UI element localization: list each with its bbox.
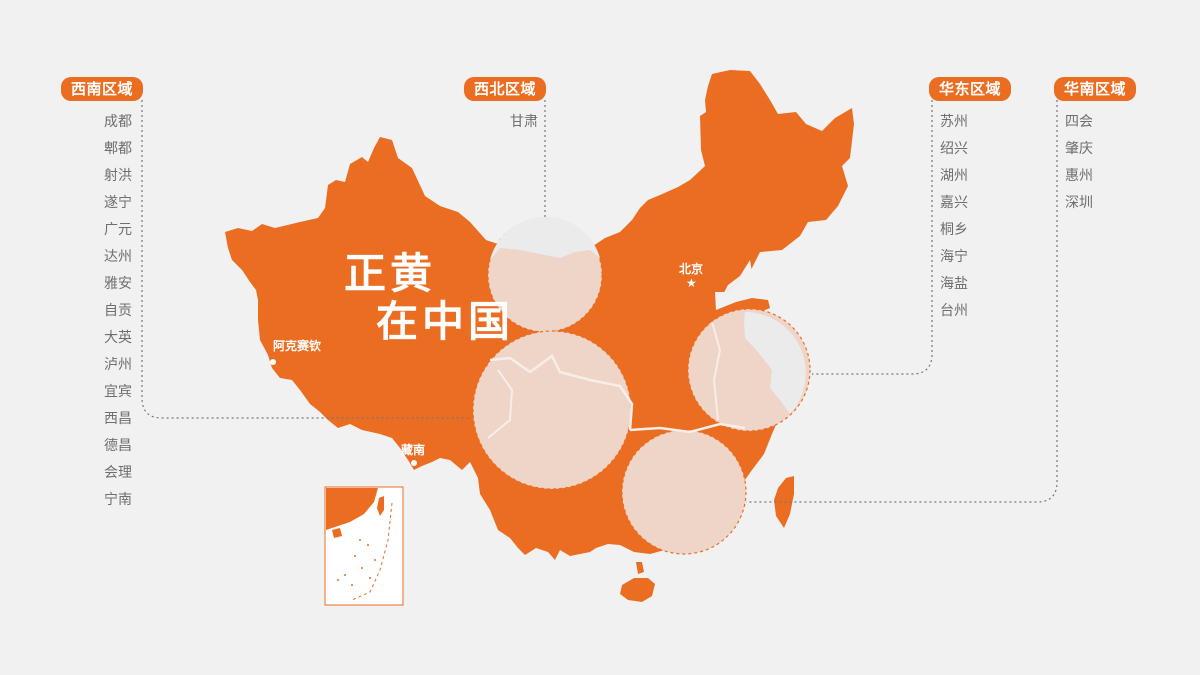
leader-line-east (812, 100, 933, 375)
zangnan-label: 藏南 (401, 443, 426, 457)
akesaiqin-label: 阿克赛钦 (273, 339, 322, 353)
region-northwest: 西北区域 甘肃 (464, 77, 547, 136)
capital-star-icon: ★ (686, 276, 697, 290)
city-item: 西昌 (104, 411, 132, 427)
city-item: 德昌 (104, 438, 132, 454)
city-item: 四会 (1065, 114, 1093, 130)
city-list-east: 苏州 绍兴 湖州 嘉兴 桐乡 海宁 海盐 台州 (940, 109, 1011, 325)
city-list-southwest: 成都 郫都 射洪 遂宁 广元 达州 雅安 自贡 大英 泸州 宜宾 西昌 德昌 会… (104, 109, 143, 514)
city-item: 湖州 (940, 168, 968, 184)
highlight-northwest (487, 216, 603, 333)
south-china-sea-inset (324, 486, 404, 606)
hainan-shape (620, 578, 655, 602)
city-item: 宁南 (104, 492, 132, 508)
taiwan-shape (774, 476, 794, 528)
city-item: 绍兴 (940, 141, 968, 157)
city-item: 会理 (104, 465, 132, 481)
map-title: 正黄 在中国 (342, 250, 514, 346)
region-badge-southwest[interactable]: 西南区域 (61, 77, 144, 101)
leader-line-southwest (141, 100, 470, 419)
city-item: 雅安 (104, 276, 132, 292)
city-item: 自贡 (104, 303, 132, 319)
map-title-line2: 在中国 (376, 297, 515, 346)
city-item: 成都 (104, 114, 132, 130)
city-item: 广元 (104, 222, 132, 238)
highlight-east (687, 308, 811, 432)
region-badge-south[interactable]: 华南区域 (1054, 77, 1137, 101)
city-item: 桐乡 (940, 222, 968, 238)
city-item: 肇庆 (1065, 141, 1093, 157)
region-east: 华东区域 苏州 绍兴 湖州 嘉兴 桐乡 海宁 海盐 台州 (929, 77, 1012, 325)
zangnan-dot (411, 460, 417, 466)
region-southwest: 西南区域 成都 郫都 射洪 遂宁 广元 达州 雅安 自贡 大英 泸州 宜宾 西昌… (61, 77, 144, 514)
city-item: 射洪 (104, 168, 132, 184)
map-title-line1: 正黄 (344, 249, 437, 298)
highlight-south (621, 422, 747, 555)
region-badge-east[interactable]: 华东区域 (929, 77, 1012, 101)
city-list-south: 四会 肇庆 惠州 深圳 (1065, 109, 1136, 217)
city-item: 苏州 (940, 114, 968, 130)
city-item: 郫都 (104, 141, 132, 157)
region-badge-northwest[interactable]: 西北区域 (464, 77, 547, 101)
city-item: 台州 (940, 303, 968, 319)
highlight-southwest (472, 330, 634, 490)
city-item: 海宁 (940, 249, 968, 265)
beijing-label: 北京 (679, 262, 704, 276)
city-item: 大英 (104, 330, 132, 346)
city-item: 泸州 (104, 357, 132, 373)
city-item: 海盐 (940, 276, 968, 292)
leizhou-shape (636, 562, 644, 574)
city-item: 宜宾 (104, 384, 132, 400)
akesaiqin-dot (270, 359, 276, 365)
region-south: 华南区域 四会 肇庆 惠州 深圳 (1054, 77, 1137, 217)
bohai-sea (720, 260, 752, 300)
city-list-northwest: 甘肃 (510, 109, 546, 136)
city-item: 惠州 (1065, 168, 1093, 184)
city-item: 深圳 (1065, 195, 1093, 211)
city-item: 嘉兴 (940, 195, 968, 211)
city-item: 甘肃 (510, 114, 538, 130)
city-item: 达州 (104, 249, 132, 265)
city-item: 遂宁 (104, 195, 132, 211)
